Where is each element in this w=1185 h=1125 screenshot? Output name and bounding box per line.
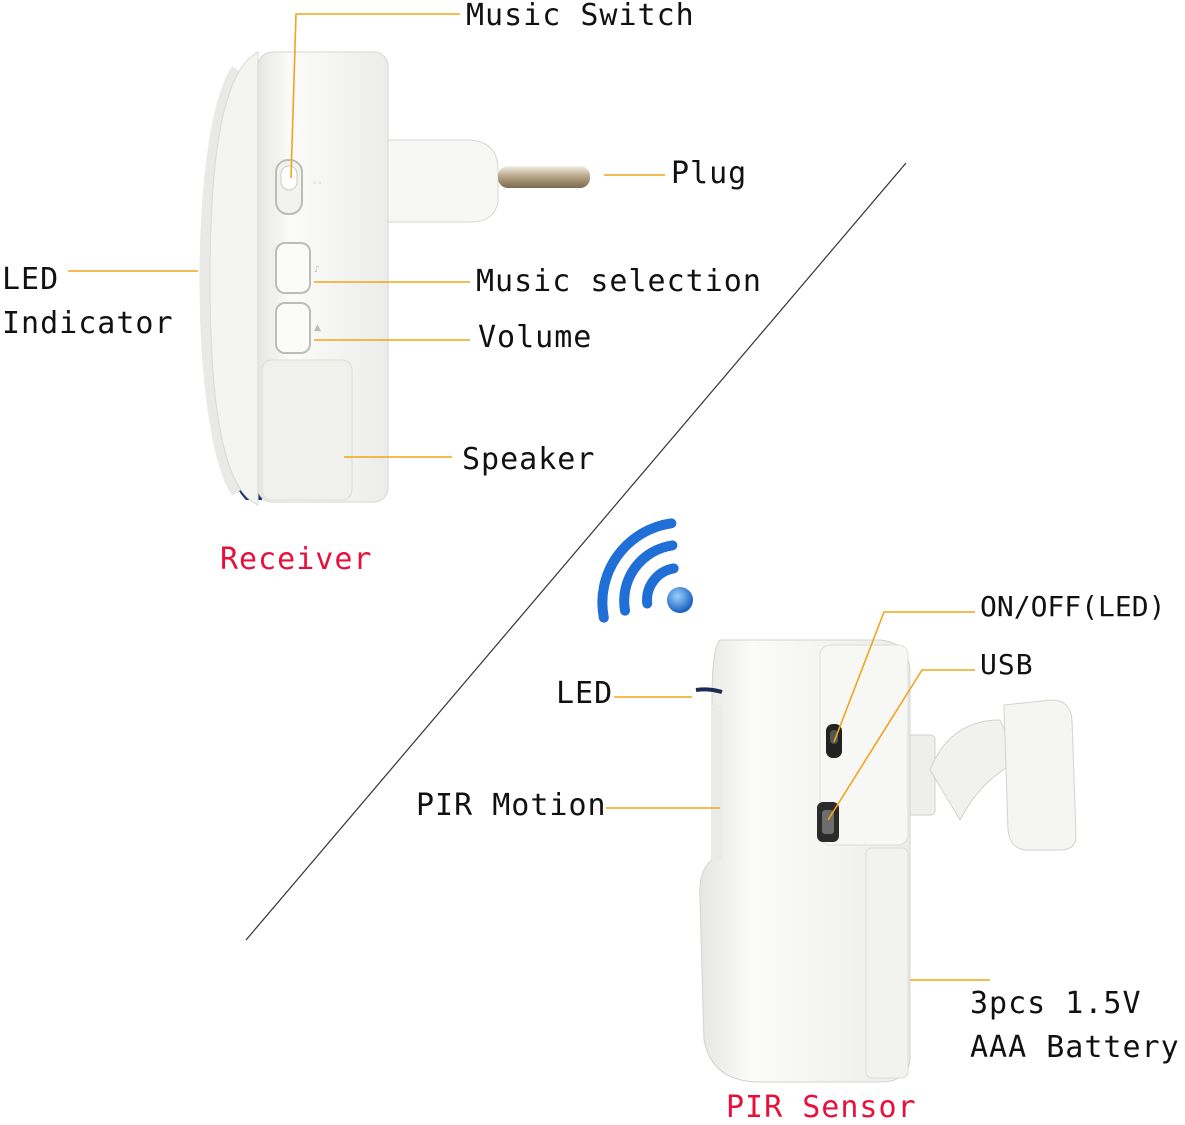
label-volume: Volume [478,320,593,355]
sensor-callouts [606,611,990,981]
label-led-indicator-line2: Indicator [2,306,174,341]
receiver-device: ◦◦ ♪ ▲ [199,51,590,506]
pir-sensor-device [695,639,1077,1083]
caption-receiver: Receiver [220,542,373,577]
label-led-indicator-line1: LED [2,262,60,297]
label-usb: USB [980,648,1034,681]
label-music-selection: Music selection [476,264,762,299]
label-speaker: Speaker [462,442,596,477]
wifi-signal-icon [597,518,693,623]
svg-text:▲: ▲ [314,323,321,333]
svg-text:◦◦: ◦◦ [312,179,323,189]
receiver-callouts [68,13,665,458]
label-plug: Plug [671,156,748,191]
label-battery-line1: 3pcs 1.5V [970,986,1142,1021]
diagonal-divider [245,162,907,941]
label-pir-motion: PIR Motion [416,788,607,823]
caption-pir-sensor: PIR Sensor [726,1090,917,1125]
label-battery-line2: AAA Battery [970,1030,1180,1065]
label-led-indicator: LED Indicator [2,258,174,346]
label-battery: 3pcs 1.5V AAA Battery [970,982,1180,1070]
label-led: LED [556,676,614,711]
svg-text:♪: ♪ [314,265,320,275]
label-on-off-led: ON/OFF(LED) [980,590,1166,623]
label-music-switch: Music Switch [466,0,695,33]
